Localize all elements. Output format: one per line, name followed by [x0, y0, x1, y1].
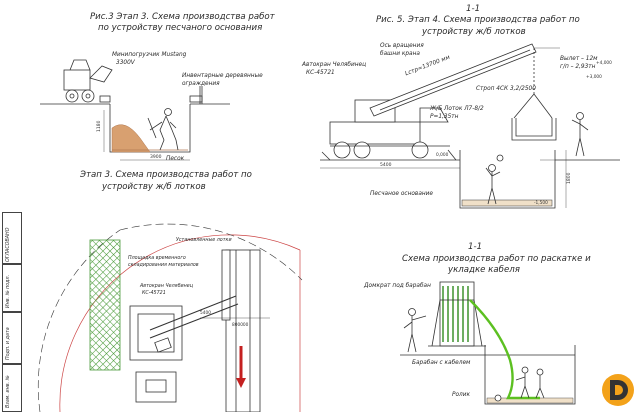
fig5-level-3: 0,000	[436, 152, 449, 158]
crane-plan	[129, 295, 239, 403]
stage3-crane-label-2: КС-45721	[142, 291, 166, 296]
stamp-text-4: ОГЛАСОВАНО	[6, 227, 11, 262]
concrete-tray-hanging	[511, 93, 557, 141]
worker-in-trench	[485, 164, 501, 205]
cable-section-mark: 1-1	[468, 242, 483, 252]
stage3-crane-label-1: Автокран Челябинец	[140, 284, 193, 289]
stamp-cell-2	[2, 312, 22, 364]
fig3-dim-depth: 1180	[96, 120, 102, 132]
fig5-dim-span: 5400	[380, 162, 392, 168]
fig3-drawing	[40, 59, 230, 161]
fig5-axis-label-2: башни крана	[380, 51, 420, 57]
fig3-fence-label-2: ограждения	[182, 81, 220, 87]
worker-with-shovel	[147, 108, 179, 151]
stage3-storage-label-1: Площадка временного	[128, 256, 186, 261]
crane-boom	[369, 43, 560, 117]
stage3-title-line2: устройству ж/б лотков	[102, 182, 206, 192]
fig5-drawing	[320, 43, 620, 209]
stage3-trays-label: Установленные лотки	[176, 238, 232, 243]
stage3-plan	[37, 223, 303, 412]
fig3-sand-label: Песок	[166, 156, 185, 162]
stamp-cell-3	[2, 264, 22, 312]
fig5-level-2: +3,000	[586, 74, 602, 80]
worker-right-top	[571, 112, 589, 157]
stage3-dim-a: 800000	[232, 322, 249, 328]
fig5-reach: Вылет – 12м	[560, 56, 598, 62]
stamp-cell-4	[2, 212, 22, 264]
fig5-sling: Строп 4СК 3,2/2500	[476, 86, 536, 92]
cable-roller-label: Ролик	[452, 392, 471, 398]
fig5-sand-base: Песчаное основание	[370, 191, 433, 197]
fig5-level-1: +4,000	[596, 60, 612, 66]
fig5-axis-label-1: Ось вращения	[380, 43, 424, 49]
fig5-tray-weight: P=1,35тн	[430, 114, 459, 120]
worker-trench-cable	[515, 366, 545, 399]
worker-ground	[496, 154, 504, 162]
cable-jack-label: Домкрат под барабан	[364, 283, 431, 289]
stage3-storage-label-2: складирования материалов	[128, 263, 199, 268]
fig3-fence-label-1: Инвентарные деревянные	[182, 73, 263, 79]
cable-line	[469, 299, 540, 400]
fig5-crane-label-2: КС-45721	[306, 70, 335, 76]
stamp-text-3: Инв. № подл.	[6, 274, 11, 308]
fig5-crane-label-1: Автокран Челябинец	[302, 62, 367, 68]
fig5-capacity: г/п – 2,93тн	[560, 64, 596, 70]
stamp-text-1: Взам. инв. №	[6, 375, 11, 408]
fig5-title-line1: Рис. 5. Этап 4. Схема производства работ…	[376, 15, 580, 25]
worker-drum	[403, 308, 427, 353]
fig3-loader-model: 3300V	[116, 60, 135, 66]
mini-loader	[63, 59, 113, 103]
fig3-loader-label: Минипогрузчик Mustang	[112, 52, 187, 58]
fig5-dim-height: 1800	[566, 172, 572, 184]
fig5-section-mark: 1-1	[466, 4, 481, 14]
fig3-dim-width: 3900	[150, 154, 162, 160]
fig3-title-line1: Рис.3 Этап 3. Схема производства работ	[90, 12, 275, 22]
title-block-strip: ОГЛАСОВАНО Инв. № подл. Подп. и дата Вза…	[0, 212, 24, 412]
brand-logo	[602, 374, 634, 406]
stamp-text-2: Подп. и дата	[6, 327, 11, 360]
cable-drum	[428, 281, 486, 347]
stage3-dim-b: 5400	[200, 310, 211, 316]
cable-drawing	[400, 281, 576, 405]
fig5-level-4: -1,500	[534, 200, 548, 206]
stamp-cell-1	[2, 364, 22, 412]
cable-title-line1: Схема производства работ по раскатке и	[402, 254, 591, 264]
cable-title-line2: укладке кабеля	[448, 265, 520, 275]
stage3-title-line1: Этап 3. Схема производства работ по	[80, 170, 252, 180]
cable-drum-label: Барабан с кабелем	[412, 360, 471, 366]
fig5-title-line2: устройству ж/б лотков	[422, 27, 526, 37]
fig5-tray-label: Ж/Б Лоток Л7-8/2	[430, 106, 484, 112]
fig3-title-line2: по устройству песчаного основания	[98, 23, 263, 33]
